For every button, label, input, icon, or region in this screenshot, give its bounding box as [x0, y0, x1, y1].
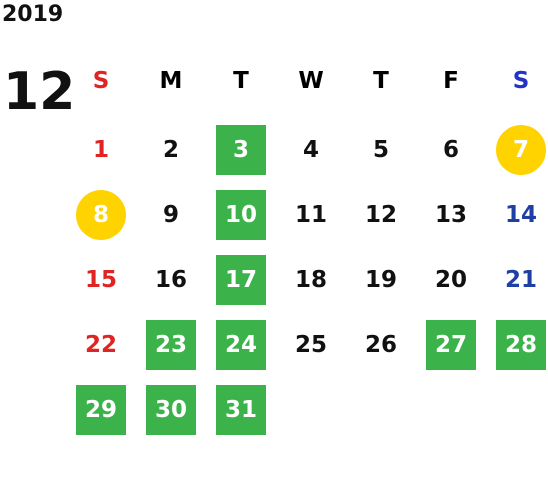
day-number: 14: [504, 202, 537, 228]
day-number: 12: [364, 202, 397, 228]
day-number: 17: [216, 255, 266, 305]
day-cell[interactable]: 15: [66, 255, 136, 305]
day-number: 26: [364, 332, 397, 358]
weekday-header-fri: F: [443, 68, 459, 94]
day-cell[interactable]: 14: [486, 190, 548, 240]
day-cell[interactable]: 10: [206, 190, 276, 240]
day-number: 10: [216, 190, 266, 240]
day-cell[interactable]: 18: [276, 255, 346, 305]
day-cell[interactable]: 29: [66, 385, 136, 435]
weekday-header-mon: M: [159, 68, 183, 94]
weekday-header-thu: T: [373, 68, 389, 94]
day-number: 4: [302, 137, 319, 163]
day-cell[interactable]: 8: [66, 190, 136, 240]
day-number: 1: [92, 137, 109, 163]
day-cell[interactable]: 1: [66, 125, 136, 175]
day-cell[interactable]: 20: [416, 255, 486, 305]
day-number: 11: [294, 202, 327, 228]
day-number: 24: [216, 320, 266, 370]
day-number: 7: [496, 125, 546, 175]
day-cell[interactable]: 7: [486, 125, 548, 175]
day-number: 9: [162, 202, 179, 228]
day-number: 27: [426, 320, 476, 370]
day-number: 22: [84, 332, 117, 358]
day-number: 23: [146, 320, 196, 370]
day-cell[interactable]: 30: [136, 385, 206, 435]
day-number: 15: [84, 267, 117, 293]
day-cell[interactable]: 19: [346, 255, 416, 305]
day-number: 3: [216, 125, 266, 175]
weekday-header-tue: T: [233, 68, 249, 94]
day-cell[interactable]: 4: [276, 125, 346, 175]
day-cell[interactable]: 5: [346, 125, 416, 175]
day-cell[interactable]: 27: [416, 320, 486, 370]
day-cell[interactable]: 28: [486, 320, 548, 370]
day-number: 28: [496, 320, 546, 370]
day-number: 6: [442, 137, 459, 163]
day-cell[interactable]: 16: [136, 255, 206, 305]
day-cell[interactable]: 23: [136, 320, 206, 370]
day-number: 30: [146, 385, 196, 435]
day-cell[interactable]: 11: [276, 190, 346, 240]
day-cell[interactable]: 26: [346, 320, 416, 370]
day-cell[interactable]: 3: [206, 125, 276, 175]
day-number: 8: [76, 190, 126, 240]
day-number: 29: [76, 385, 126, 435]
weekday-header-sat: S: [512, 68, 530, 94]
day-number: 16: [154, 267, 187, 293]
day-cell[interactable]: 21: [486, 255, 548, 305]
day-cell[interactable]: 22: [66, 320, 136, 370]
day-number: 19: [364, 267, 397, 293]
weekday-header-sun: S: [92, 68, 110, 94]
day-cell[interactable]: 2: [136, 125, 206, 175]
day-number: 21: [504, 267, 537, 293]
calendar-month: 12: [3, 62, 76, 122]
day-number: 13: [434, 202, 467, 228]
day-number: 25: [294, 332, 327, 358]
day-cell[interactable]: 31: [206, 385, 276, 435]
day-number: 31: [216, 385, 266, 435]
day-cell[interactable]: 17: [206, 255, 276, 305]
weekday-header-wed: W: [298, 68, 324, 94]
day-cell[interactable]: 24: [206, 320, 276, 370]
day-cell[interactable]: 12: [346, 190, 416, 240]
day-number: 18: [294, 267, 327, 293]
day-cell[interactable]: 9: [136, 190, 206, 240]
day-cell[interactable]: 13: [416, 190, 486, 240]
calendar-year: 2019: [2, 2, 64, 27]
day-number: 20: [434, 267, 467, 293]
day-number: 5: [372, 137, 389, 163]
day-number: 2: [162, 137, 179, 163]
day-cell[interactable]: 25: [276, 320, 346, 370]
day-cell[interactable]: 6: [416, 125, 486, 175]
